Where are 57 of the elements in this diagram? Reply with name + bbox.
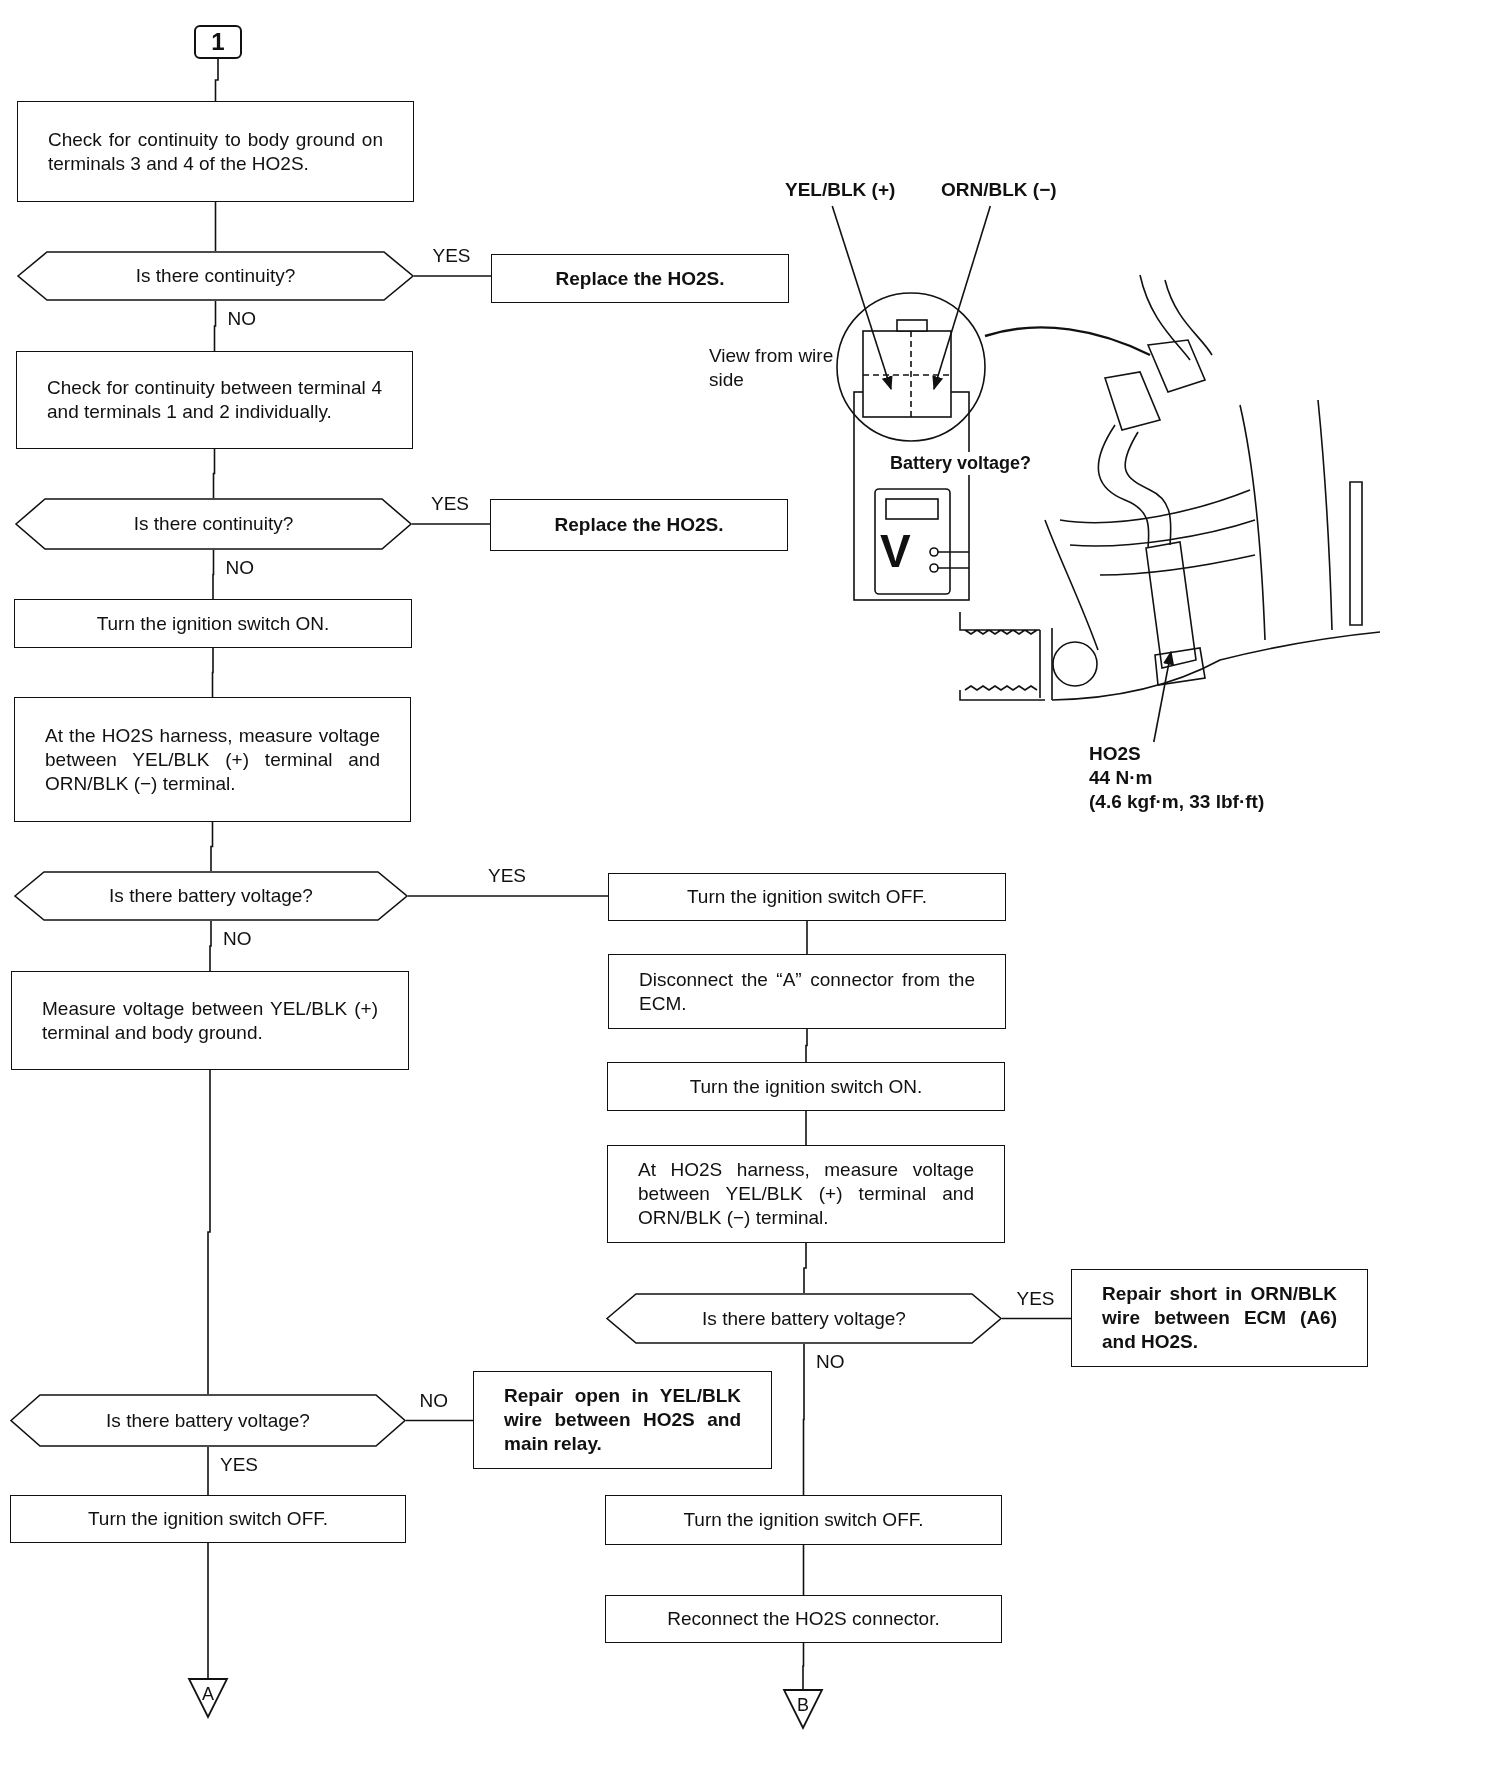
action-box: Repair short in ORN/BLK wire between ECM (A6) and HO2S. bbox=[1071, 1269, 1368, 1367]
connector-line bbox=[803, 1242, 807, 1294]
connector-line bbox=[207, 1069, 211, 1395]
callout-text: (4.6 kgf·m, 33 lbf·ft) bbox=[1089, 790, 1265, 814]
connector-line bbox=[207, 1542, 209, 1679]
decision-box: Is there battery voltage? bbox=[10, 1394, 406, 1447]
action-box: Replace the HO2S. bbox=[490, 499, 788, 551]
connector-line bbox=[802, 1343, 805, 1496]
connector-line bbox=[1001, 1317, 1072, 1320]
decision-box: Is there continuity? bbox=[17, 251, 414, 301]
leader-line bbox=[1153, 650, 1175, 743]
connector-line bbox=[214, 201, 217, 252]
connector-line bbox=[211, 647, 214, 698]
process-box: Turn the ignition switch ON. bbox=[14, 599, 412, 648]
process-box: Measure voltage between YEL/BLK (+) terminal and body ground. bbox=[11, 971, 409, 1070]
callout-text: 44 N·m bbox=[1089, 766, 1153, 790]
connector-line bbox=[802, 1544, 805, 1596]
process-box: Turn the ignition switch OFF. bbox=[605, 1495, 1002, 1545]
process-box: Disconnect the “A” connector from the ECM. bbox=[608, 954, 1006, 1029]
connector-line bbox=[411, 523, 491, 525]
connector-line bbox=[209, 920, 212, 972]
connector-line bbox=[806, 920, 808, 955]
connector-line bbox=[214, 58, 219, 102]
process-box: At the HO2S harness, measure voltage between YEL/BLK (+) terminal and ORN/BLK (−) terminal. bbox=[14, 697, 411, 822]
process-box: Check for continuity between terminal 4 and terminals 1 and 2 individually. bbox=[16, 351, 413, 449]
connector-line bbox=[212, 448, 216, 499]
connector-line bbox=[405, 1419, 474, 1422]
callout-text: ORN/BLK (−) bbox=[941, 178, 1057, 202]
process-box: Turn the ignition switch OFF. bbox=[608, 873, 1006, 921]
process-box: Check for continuity to body ground on terminals 3 and 4 of the HO2S. bbox=[17, 101, 414, 202]
connector-line bbox=[207, 1446, 209, 1496]
action-box: Replace the HO2S. bbox=[491, 254, 789, 303]
leader-line bbox=[831, 205, 893, 391]
decision-box: Is there continuity? bbox=[15, 498, 412, 550]
connector-line bbox=[212, 549, 215, 600]
connector-line bbox=[802, 1642, 805, 1690]
connector-line bbox=[213, 300, 217, 352]
process-box: Turn the ignition switch ON. bbox=[607, 1062, 1005, 1111]
callout-text: YEL/BLK (+) bbox=[785, 178, 896, 202]
callout-text: HO2S bbox=[1089, 742, 1141, 766]
connector-line bbox=[805, 1028, 808, 1063]
meter-symbol: V bbox=[880, 528, 911, 574]
leader-line bbox=[932, 205, 992, 391]
action-box: Repair open in YEL/BLK wire between HO2S and main relay. bbox=[473, 1371, 772, 1469]
process-box: At HO2S harness, measure voltage between YEL/BLK (+) terminal and ORN/BLK (−) terminal. bbox=[607, 1145, 1005, 1243]
connector-line bbox=[805, 1110, 807, 1146]
decision-box: Is there battery voltage? bbox=[606, 1293, 1002, 1344]
off-page-connector: A bbox=[188, 1678, 228, 1718]
step-number-box: 1 bbox=[194, 25, 242, 59]
view-note: View from wire side bbox=[709, 344, 834, 392]
process-box: Turn the ignition switch OFF. bbox=[10, 1495, 406, 1543]
connector-line bbox=[210, 821, 214, 872]
decision-box: Is there battery voltage? bbox=[14, 871, 408, 921]
connector-line bbox=[407, 895, 609, 897]
off-page-connector: B bbox=[783, 1689, 823, 1729]
connector-line bbox=[413, 275, 492, 277]
process-box: Reconnect the HO2S connector. bbox=[605, 1595, 1002, 1643]
